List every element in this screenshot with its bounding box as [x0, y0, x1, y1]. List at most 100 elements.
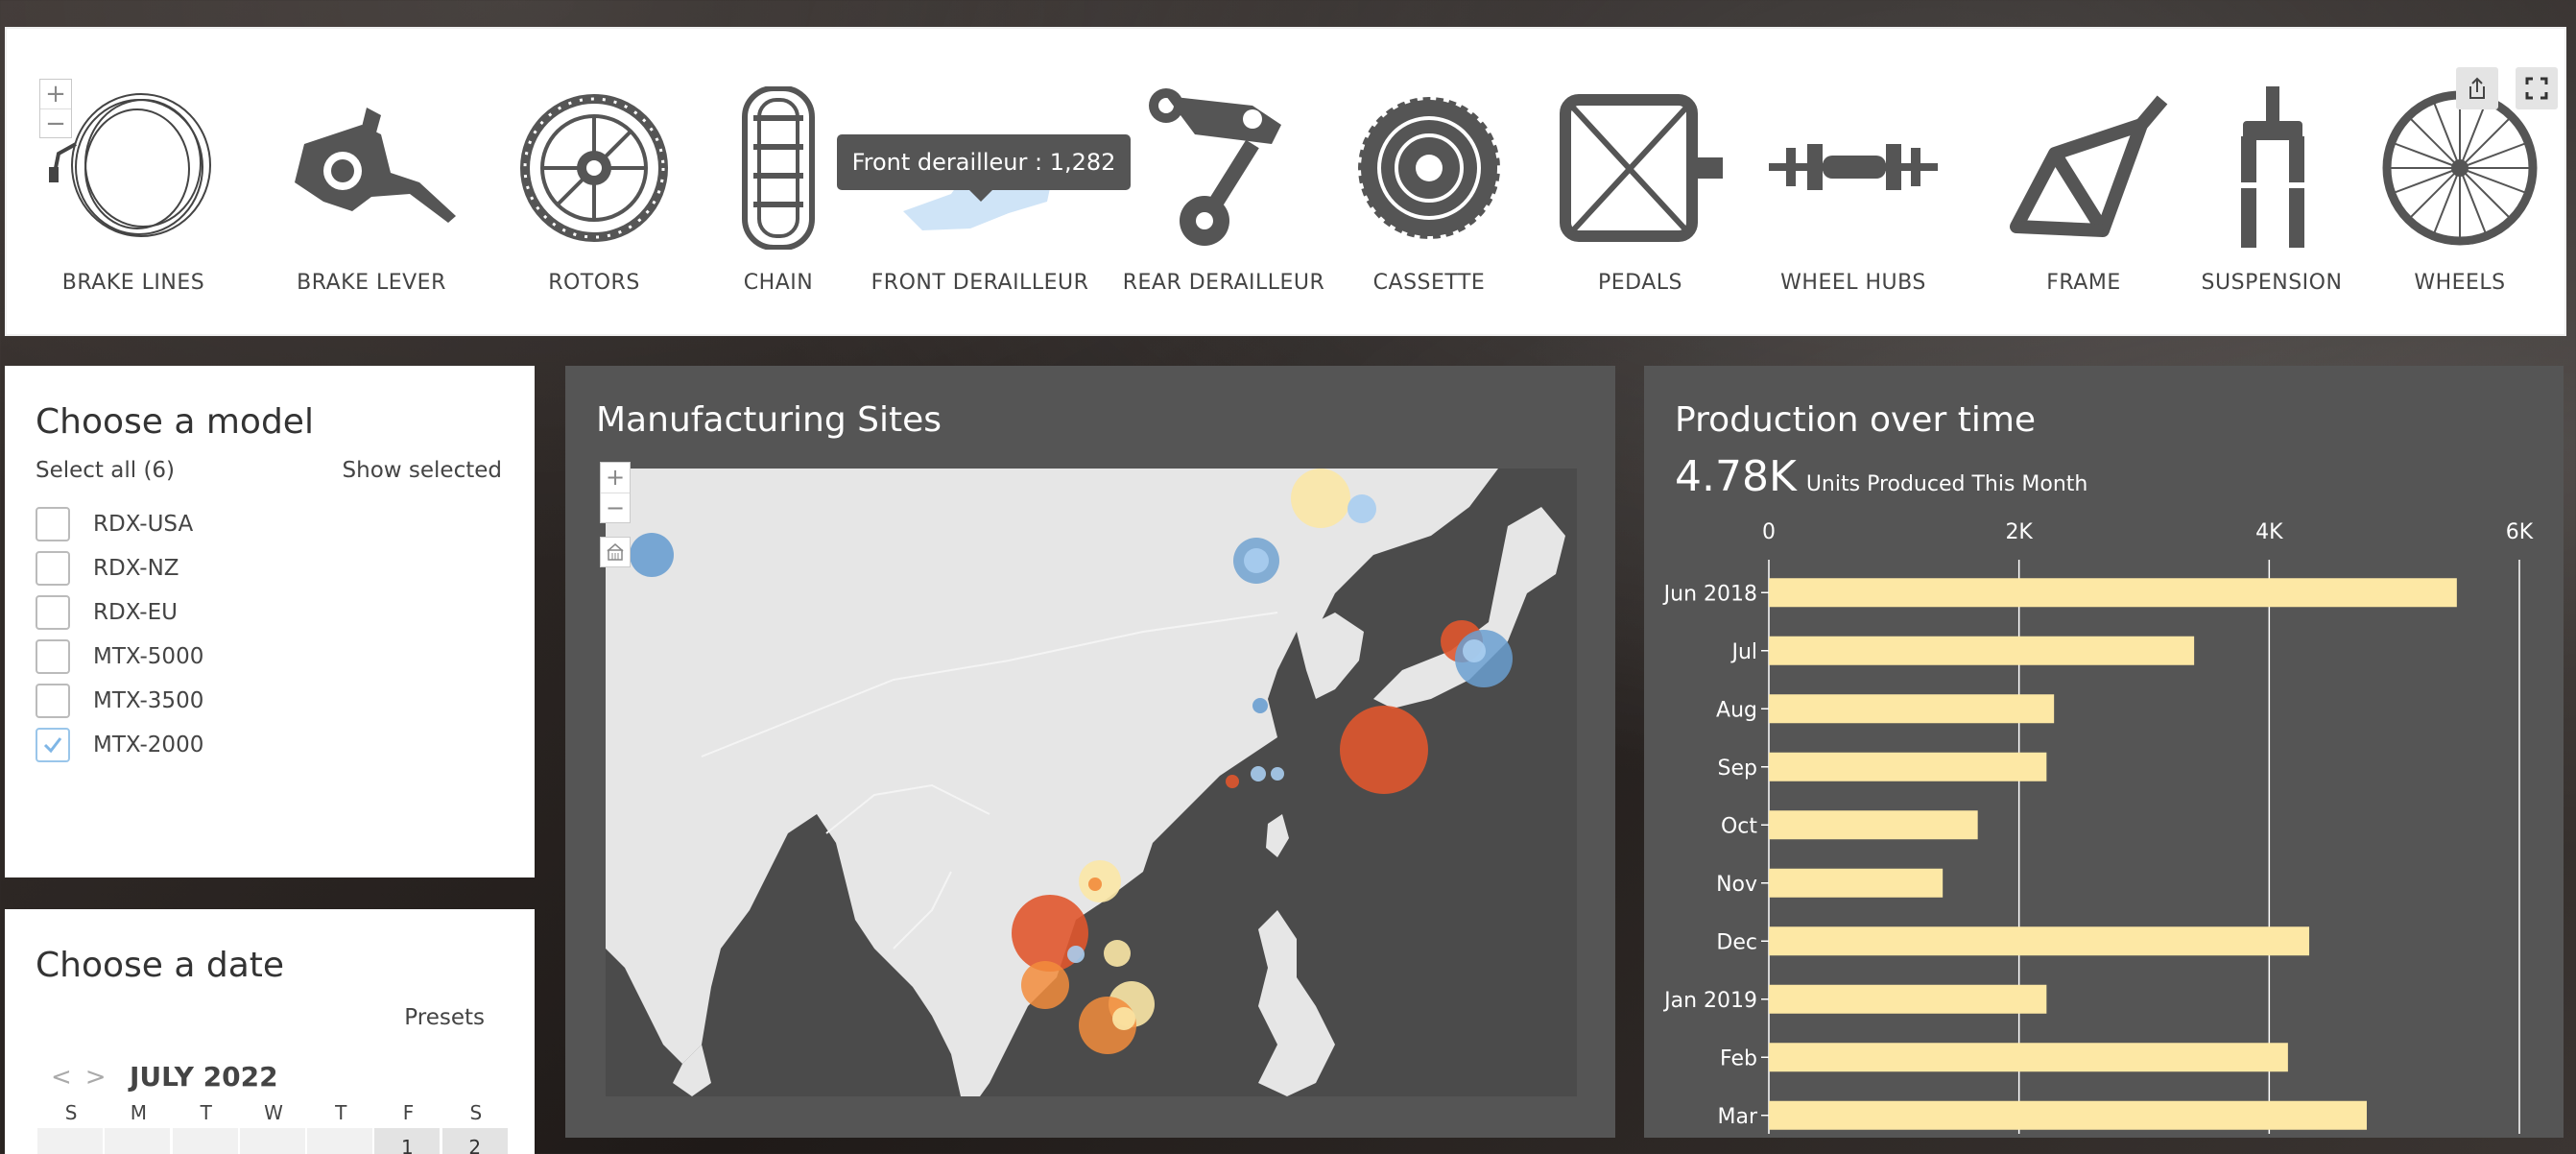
part-front-derailleur[interactable]: FRONT DERAILLEUR: [871, 86, 1088, 326]
part-label: REAR DERAILLEUR: [1122, 271, 1325, 295]
bar: [1769, 636, 2195, 665]
x-tick-label: 0: [1762, 520, 1776, 544]
model-list: RDX-USA RDX-NZ RDX-EU MTX-5000 MTX-3500 …: [36, 502, 203, 767]
calendar-day-empty: [105, 1128, 171, 1154]
fullscreen-button[interactable]: [2516, 67, 2558, 109]
prev-month-icon[interactable]: <: [51, 1063, 85, 1092]
site-bubble: [1251, 766, 1266, 781]
weekday: T: [335, 1101, 347, 1124]
checkbox[interactable]: [36, 595, 70, 630]
model-option-rdx-usa[interactable]: RDX-USA: [36, 502, 203, 546]
part-wheel-hubs[interactable]: WHEEL HUBS: [1767, 86, 1940, 326]
map-zoom-out-button[interactable]: −: [601, 492, 630, 523]
checkbox[interactable]: [36, 639, 70, 674]
calendar-month: JULY 2022: [130, 1061, 278, 1093]
model-option-rdx-eu[interactable]: RDX-EU: [36, 590, 203, 635]
calendar-weekdays: S M T W T F S: [37, 1101, 510, 1124]
site-bubble: [1271, 767, 1284, 781]
calendar-day[interactable]: 1: [374, 1128, 441, 1154]
y-tick-label: Mar: [1717, 1105, 1757, 1129]
date-card-title: Choose a date: [36, 946, 285, 985]
show-selected-link[interactable]: Show selected: [342, 458, 502, 483]
part-wheels[interactable]: WHEELS: [2373, 86, 2546, 326]
weekday: S: [469, 1101, 483, 1124]
model-option-rdx-nz[interactable]: RDX-NZ: [36, 546, 203, 590]
part-tooltip: Front derailleur : 1,282: [837, 134, 1131, 202]
y-tick-label: Aug: [1716, 698, 1757, 722]
part-rear-derailleur[interactable]: REAR DERAILLEUR: [1123, 86, 1324, 326]
model-name: MTX-5000: [93, 644, 204, 669]
checkbox[interactable]: [36, 684, 70, 718]
part-label: CASSETTE: [1372, 271, 1486, 295]
site-bubble: [1252, 698, 1268, 713]
x-tick-label: 4K: [2255, 520, 2283, 544]
manufacturing-sites-panel: Manufacturing Sites + −: [565, 366, 1615, 1138]
site-bubble: [1463, 639, 1486, 662]
kpi-value: 4.78K: [1675, 452, 1797, 501]
part-suspension[interactable]: SUSPENSION: [2185, 86, 2358, 326]
checkmark-icon: [43, 737, 62, 754]
brake-lever-icon: [295, 108, 456, 223]
brake-lines-icon: [49, 93, 211, 237]
part-label: BRAKE LINES: [61, 271, 205, 295]
calendar-nav: <>: [51, 1063, 120, 1092]
part-label: WHEEL HUBS: [1780, 271, 1926, 295]
cassette-icon: [1355, 94, 1503, 242]
parts-zoom-out-button[interactable]: −: [40, 108, 71, 138]
suspension-icon: [2239, 86, 2306, 248]
site-bubble: [1455, 630, 1513, 687]
share-button[interactable]: [2456, 67, 2498, 109]
checkbox-checked[interactable]: [36, 728, 70, 762]
y-tick-label: Sep: [1718, 757, 1757, 781]
checkbox[interactable]: [36, 551, 70, 586]
next-month-icon[interactable]: >: [84, 1063, 120, 1092]
date-filter-card: Choose a date Presets <> JULY 2022 S M T…: [5, 909, 535, 1154]
checkbox[interactable]: [36, 507, 70, 541]
part-chain[interactable]: CHAIN: [692, 86, 865, 326]
land-mainland: [606, 469, 1498, 1096]
part-pedals[interactable]: PEDALS: [1554, 86, 1727, 326]
wheel-hub-icon: [1769, 144, 1938, 190]
parts-zoom-in-button[interactable]: +: [45, 80, 66, 108]
rear-derailleur-icon: [1149, 88, 1281, 246]
bar: [1769, 868, 1944, 898]
model-card-title: Choose a model: [36, 402, 314, 442]
model-option-mtx-3500[interactable]: MTX-3500: [36, 679, 203, 723]
calendar-day[interactable]: 2: [441, 1128, 508, 1154]
land-philippines: [1258, 910, 1335, 1096]
part-cassette[interactable]: CASSETTE: [1343, 86, 1515, 326]
part-brake-lines[interactable]: BRAKE LINES: [47, 86, 220, 326]
map-canvas[interactable]: [606, 469, 1577, 1096]
site-bubble: [1348, 494, 1376, 523]
calendar-day-empty: [307, 1128, 373, 1154]
x-tick-label: 2K: [2005, 520, 2033, 544]
land-south-asia: [673, 1045, 711, 1096]
rotor-icon: [520, 94, 668, 242]
site-bubble: [1112, 1007, 1135, 1030]
weekday: F: [402, 1101, 415, 1124]
pedal-icon: [1560, 94, 1723, 242]
calendar-week: 1 2: [37, 1128, 510, 1154]
site-bubble: [1340, 706, 1428, 794]
site-bubble: [1088, 878, 1102, 891]
map-zoom-in-button[interactable]: +: [605, 464, 626, 492]
bar: [1769, 752, 2047, 781]
production-over-time-panel: Production over time 4.78K Units Produce…: [1644, 366, 2564, 1138]
presets-link[interactable]: Presets: [404, 1005, 485, 1030]
model-option-mtx-2000[interactable]: MTX-2000: [36, 723, 203, 767]
part-rotors[interactable]: ROTORS: [508, 86, 680, 326]
site-bubble: [630, 533, 674, 577]
x-tick-label: 6K: [2506, 520, 2534, 544]
part-label: FRONT DERAILLEUR: [871, 271, 1089, 295]
y-tick-label: Jun 2018: [1662, 582, 1757, 606]
calendar-day-empty: [239, 1128, 305, 1154]
part-brake-lever[interactable]: BRAKE LEVER: [285, 86, 458, 326]
select-all-link[interactable]: Select all (6): [36, 458, 176, 483]
bar: [1769, 926, 2310, 956]
site-bubble: [1021, 961, 1069, 1009]
map-home-button[interactable]: [600, 537, 631, 567]
model-option-mtx-5000[interactable]: MTX-5000: [36, 635, 203, 679]
map-zoom-control: + −: [600, 462, 631, 523]
land-korea: [1297, 613, 1364, 699]
part-frame[interactable]: FRAME: [1997, 86, 2170, 326]
